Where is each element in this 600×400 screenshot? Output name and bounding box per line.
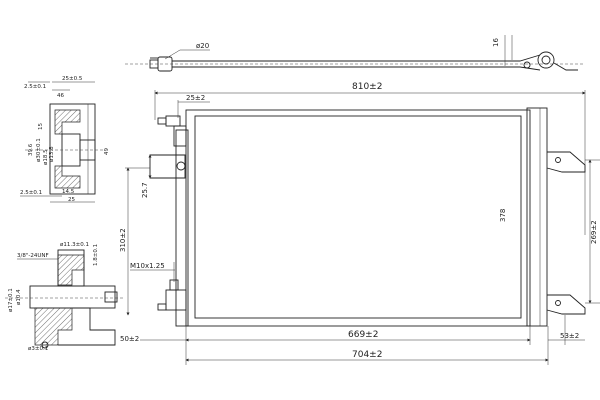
- left-bottom-fitting: [157, 262, 187, 311]
- detail-a-d4: 46: [57, 93, 64, 99]
- detail-b: 3/8"-24UNF ø11.3±0.1 1.8±0.1 ø17±0.1 ø10…: [5, 242, 125, 352]
- left-height-label: 310±2: [119, 228, 127, 252]
- detail-b-thread: 3/8"-24UNF: [17, 253, 49, 259]
- detail-b-d1: ø11.3±0.1: [60, 242, 89, 248]
- detail-a-d12: 49: [104, 148, 110, 155]
- core-height-label: 378: [499, 209, 507, 222]
- detail-a-d3: 15: [38, 123, 44, 130]
- top-fitting: [523, 51, 578, 71]
- detail-a-d5: 39.6: [28, 143, 34, 156]
- detail-a-d1: 25±0.5: [62, 76, 83, 82]
- bracket-height-label: 269±2: [590, 220, 598, 244]
- main-view: 810±2 25±2: [119, 82, 600, 365]
- detail-a-d11: 25: [68, 197, 75, 203]
- detail-b-d2: 1.8±0.1: [93, 244, 99, 266]
- detail-a-d2: 2.5±0.1: [24, 84, 46, 90]
- left-top-fitting: [149, 115, 187, 179]
- detail-a: 25±0.5 2.5±0.1 46 15 39.6 ø30±0.1 ø18.5 …: [20, 76, 110, 203]
- core-width-label: 669±2: [348, 330, 378, 340]
- detail-a-d8: ø13.8: [49, 146, 55, 162]
- detail-a-d10: 14.5: [62, 189, 75, 195]
- detail-b-d3: ø17±0.1: [8, 288, 14, 312]
- bottom-width-label: 704±2: [352, 350, 382, 360]
- pipe-offset-label: 25±2: [186, 94, 205, 102]
- right-brackets: [546, 151, 586, 315]
- left-margin-label: 50±2: [120, 335, 139, 343]
- thread-label: M10x1.25: [130, 262, 165, 270]
- port-height-label: 25.7: [141, 182, 149, 198]
- bracket-offset-label: 53±2: [560, 332, 579, 340]
- condenser-core: [185, 109, 531, 327]
- overall-width-label: 810±2: [352, 82, 382, 92]
- detail-a-d7: ø18.5: [43, 149, 49, 165]
- detail-a-d9: 2.5±0.1: [20, 190, 42, 196]
- top-view: ø20 16: [125, 35, 585, 72]
- detail-b-d4: ø10.4: [16, 289, 22, 305]
- top-height-label: 16: [492, 38, 500, 47]
- detail-a-d6: ø30±0.1: [36, 138, 42, 162]
- detail-b-d5: ø3±0.1: [28, 346, 48, 352]
- top-dia-label: ø20: [196, 42, 209, 50]
